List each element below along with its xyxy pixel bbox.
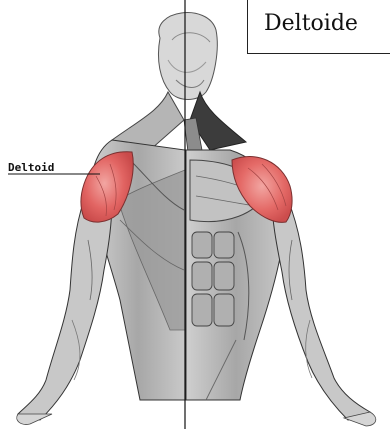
head <box>158 13 217 100</box>
title-box: Deltoide <box>247 0 390 54</box>
deltoid-label: Deltoid <box>8 161 54 174</box>
left-arm <box>17 200 112 424</box>
right-arm <box>272 200 376 426</box>
diagram-title: Deltoide <box>264 11 358 36</box>
